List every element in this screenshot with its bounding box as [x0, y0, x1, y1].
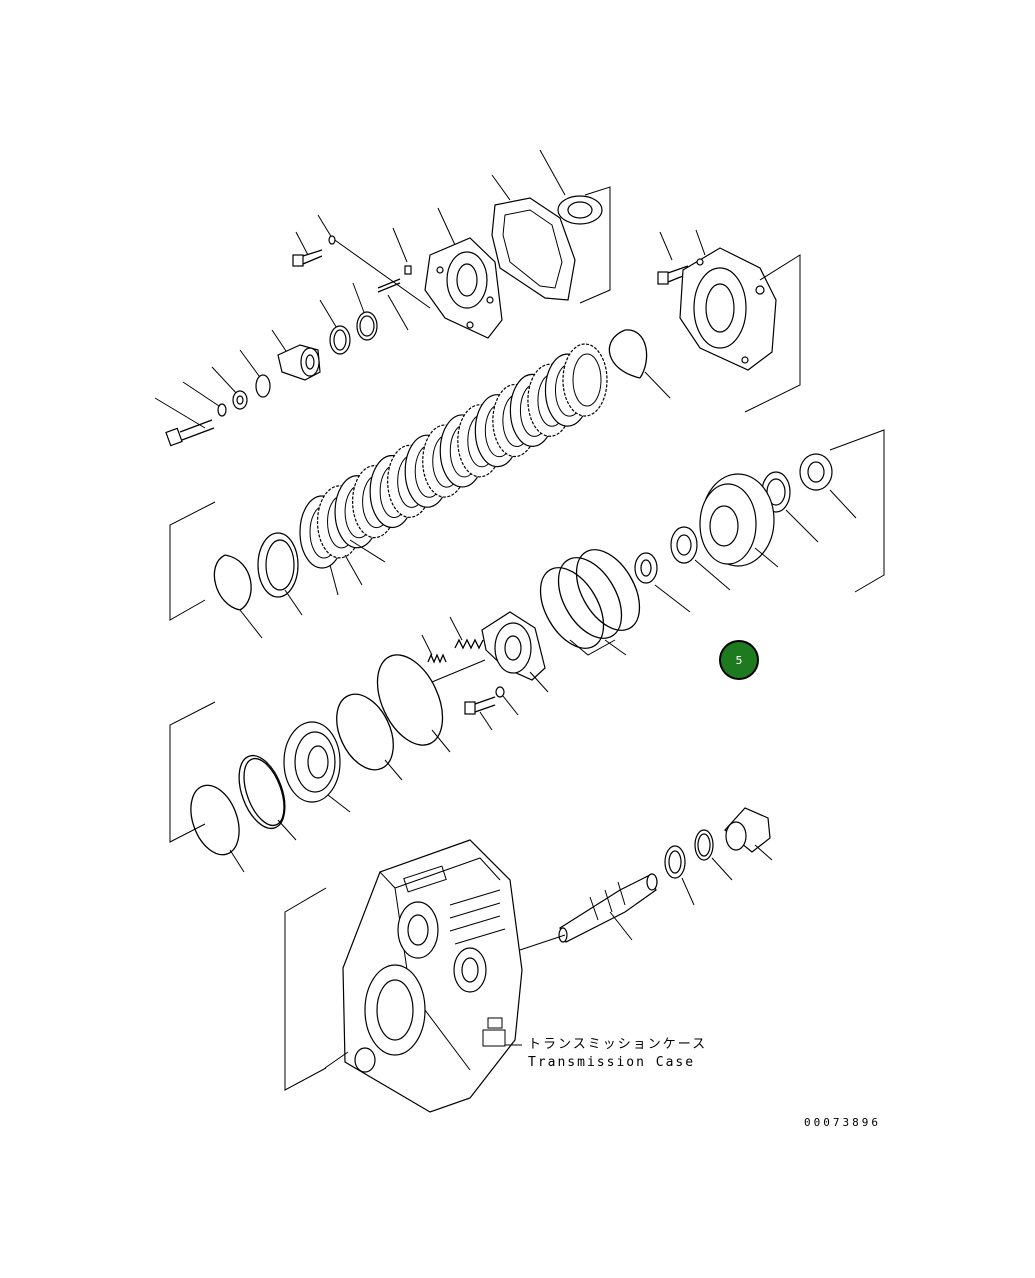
gasket: [491, 174, 576, 301]
washer-2: [328, 235, 336, 245]
carrier-housing: [679, 247, 777, 371]
seal-4: [694, 829, 733, 881]
o-ring-5: [190, 784, 245, 873]
seal-ring-set: [539, 549, 641, 656]
case-label-en: Transmission Case: [528, 1055, 695, 1070]
clutch-pack: [299, 343, 608, 569]
o-ring-4: [238, 754, 297, 841]
snap-ring-1: [608, 329, 671, 399]
o-ring-2: [376, 654, 486, 753]
ring-gear-group: [634, 429, 885, 613]
pin: [377, 265, 412, 293]
bolt-2: [292, 249, 323, 267]
seal-3: [670, 526, 731, 591]
piston-housing: [481, 611, 549, 693]
coupling: [724, 807, 773, 861]
transmission-case: [324, 839, 523, 1113]
ring-gear: [699, 473, 779, 568]
bearing-2: [799, 453, 857, 519]
piston-1: [257, 532, 303, 616]
clutch-disc-bore: [572, 353, 602, 407]
collar: [634, 552, 691, 613]
bearing-top: [539, 149, 603, 225]
snap-ring-2: [213, 554, 263, 639]
carrier-housing-group: [657, 229, 801, 413]
spring-2: [421, 634, 447, 664]
washer-3: [495, 686, 505, 698]
callout-label: 5: [736, 654, 743, 667]
spring-1: [449, 616, 484, 650]
o-ring-1: [255, 374, 271, 398]
drawing-number: 00073896: [804, 1116, 881, 1129]
top-left-parts: [154, 149, 611, 447]
washer-1: [217, 403, 227, 417]
bolt-1: [165, 419, 215, 447]
clutch-disc: [562, 343, 608, 417]
seal-5: [664, 845, 695, 906]
bolt-4: [464, 696, 496, 731]
front-cover: [424, 237, 503, 339]
piston-2: [283, 721, 351, 813]
output-shaft: [519, 873, 658, 951]
yoke: [277, 344, 321, 381]
case-label-jp: トランスミッションケース: [528, 1037, 707, 1052]
o-ring-3: [336, 693, 403, 781]
callout-5[interactable]: 5: [719, 640, 759, 680]
